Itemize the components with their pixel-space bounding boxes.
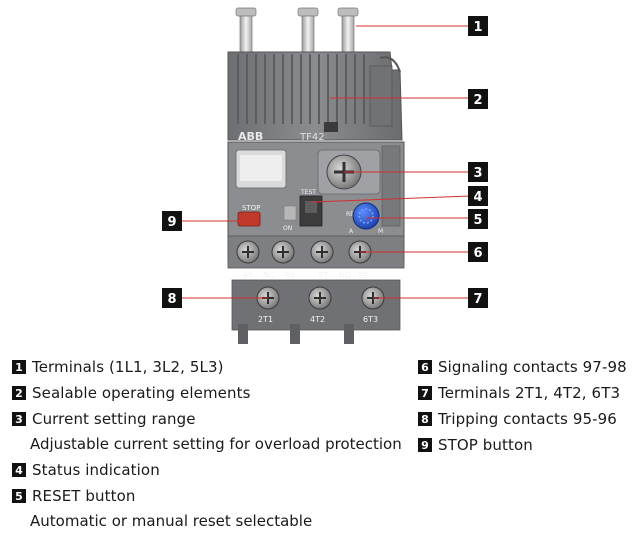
- callout-1-box: [468, 16, 488, 36]
- legend-text-5: RESET button: [32, 487, 136, 505]
- top-terminal-pins: [235, 7, 359, 55]
- manual-label: M: [378, 228, 383, 235]
- legend-text-4: Status indication: [32, 461, 160, 479]
- legend-text-9: STOP button: [438, 436, 533, 454]
- legend-item-2: 2 Sealable operating elements: [12, 384, 251, 402]
- callout-4-label: 4: [473, 190, 482, 205]
- legend-item-7: 7 Terminals 2T1, 4T2, 6T3: [418, 384, 620, 402]
- callout-8-box: [162, 288, 182, 308]
- legend-num-9: 9: [418, 438, 432, 452]
- terminal-label-6t3: 6T3: [363, 315, 378, 324]
- legend-num-5: 5: [12, 489, 26, 503]
- callout-3-box: [468, 162, 488, 182]
- contact-label-95: 95: [243, 271, 253, 280]
- callout-5-box: [468, 209, 488, 229]
- legend-item-8: 8 Tripping contacts 95-96: [418, 410, 617, 428]
- legend-num-2: 2: [12, 386, 26, 400]
- contact-label-98: 98: [358, 271, 368, 280]
- legend-note-current: Adjustable current setting for overload …: [30, 435, 402, 453]
- callout-6-box: [468, 242, 488, 262]
- legend-note-reset: Automatic or manual reset selectable: [30, 512, 313, 530]
- legend-item-6: 6 Signaling contacts 97-98: [418, 358, 627, 376]
- test-label: TEST: [300, 189, 316, 196]
- model-label: TF42: [299, 132, 325, 143]
- legend-text-2: Sealable operating elements: [32, 384, 251, 402]
- contact-label-96: 96: [285, 271, 295, 280]
- callout-2-label: 2: [473, 93, 482, 108]
- legend-num-7: 7: [418, 386, 432, 400]
- legend-item-5: 5 RESET button: [12, 487, 136, 505]
- callout-8-label: 8: [167, 292, 176, 307]
- contact-label-nc: NC: [263, 271, 275, 280]
- callout-9-box: [162, 211, 182, 231]
- legend-item-1: 1 Terminals (1L1, 3L2, 5L3): [12, 358, 224, 376]
- overload-relay-figure: ABB TF42 STOP TEST ON RESET A M: [162, 7, 488, 344]
- callout-6-label: 6: [473, 246, 482, 261]
- callout-lines: [180, 25, 471, 299]
- callout-1-label: 1: [473, 20, 482, 35]
- contact-label-97: 97: [318, 271, 328, 280]
- reset-button: [352, 202, 380, 230]
- legend-item-4: 4 Status indication: [12, 461, 160, 479]
- auto-label: A: [349, 228, 354, 235]
- callout-7-box: [468, 288, 488, 308]
- stop-button: [237, 211, 261, 227]
- callout-2-box: [468, 89, 488, 109]
- on-label: ON: [283, 225, 292, 232]
- callout-4-box: [468, 186, 488, 206]
- legend-item-3: 3 Current setting range: [12, 410, 196, 428]
- legend-text-1: Terminals (1L1, 3L2, 5L3): [32, 358, 224, 376]
- top-housing: [227, 51, 403, 141]
- callout-5-label: 5: [473, 213, 482, 228]
- terminal-label-2t1: 2T1: [258, 315, 273, 324]
- terminal-label-4t2: 4T2: [310, 315, 325, 324]
- legend-num-6: 6: [418, 360, 432, 374]
- legend-text-8: Tripping contacts 95-96: [438, 410, 617, 428]
- legend-num-3: 3: [12, 412, 26, 426]
- legend-text-3: Current setting range: [32, 410, 196, 428]
- callout-3-label: 3: [473, 166, 482, 181]
- legend-item-9: 9 STOP button: [418, 436, 533, 454]
- stop-label: STOP: [242, 204, 260, 212]
- legend-text-7: Terminals 2T1, 4T2, 6T3: [438, 384, 621, 402]
- callout-9-label: 9: [167, 215, 176, 230]
- legend-num-4: 4: [12, 463, 26, 477]
- legend-num-8: 8: [418, 412, 432, 426]
- legend-text-6: Signaling contacts 97-98: [438, 358, 627, 376]
- legend-num-1: 1: [12, 360, 26, 374]
- contact-label-no: NO: [339, 271, 351, 280]
- brand-label: ABB: [238, 130, 263, 143]
- callout-7-label: 7: [473, 292, 482, 307]
- bottom-terminals: [231, 279, 401, 344]
